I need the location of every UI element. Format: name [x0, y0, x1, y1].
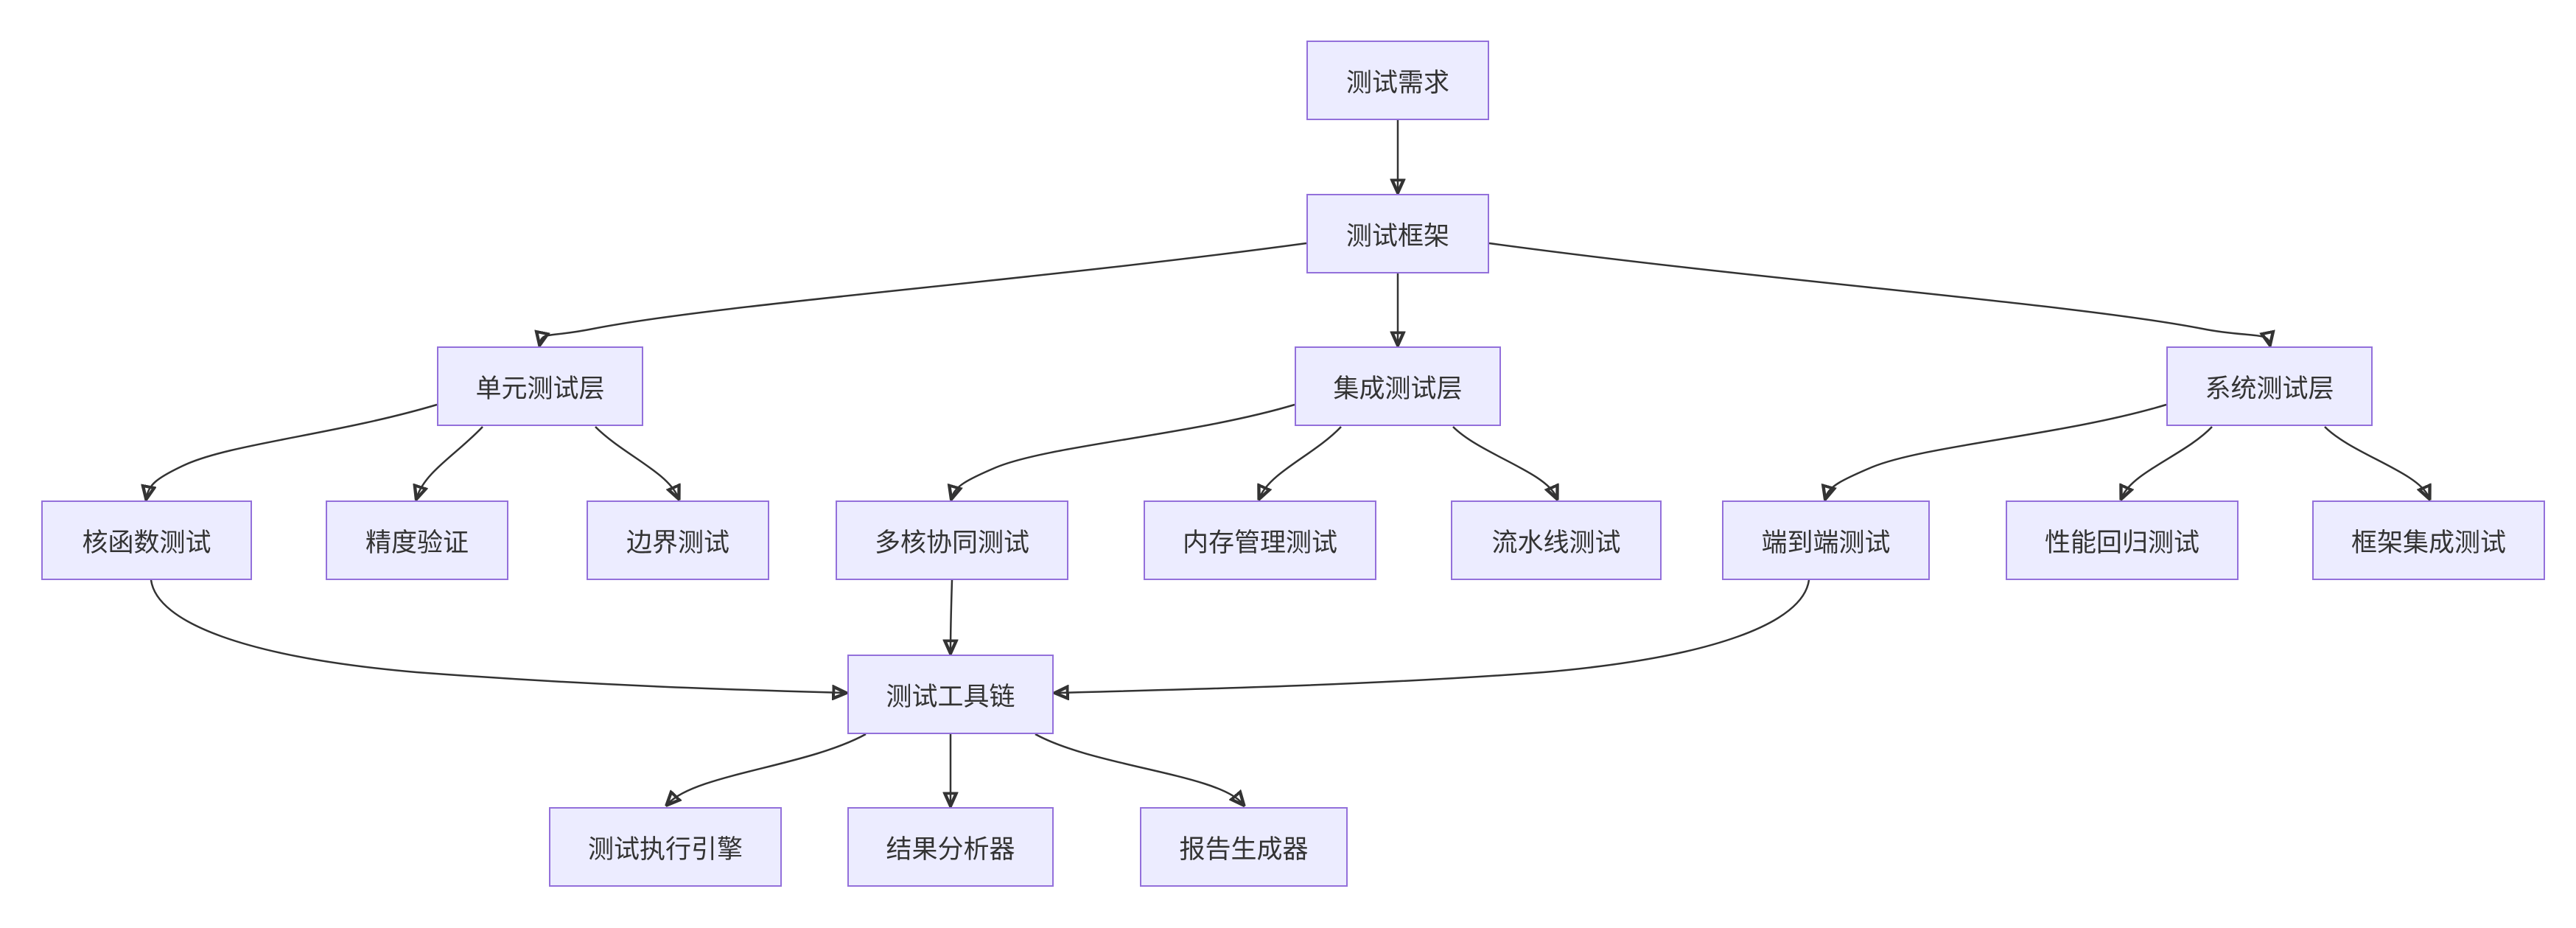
node-test-execution-engine-label: 测试执行引擎: [587, 834, 743, 864]
node-framework-integration-test: 框架集成测试: [2312, 500, 2545, 580]
node-test-toolchain-label: 测试工具链: [886, 682, 1015, 711]
node-multi-core-collaboration-test: 多核协同测试: [836, 500, 1068, 580]
edge-integration-test-layer-to-pipeline-test: [1452, 426, 1556, 497]
edge-test-toolchain-to-test-execution-engine: [668, 733, 867, 803]
node-end-to-end-test: 端到端测试: [1722, 500, 1930, 580]
node-test-execution-engine: 测试执行引擎: [549, 807, 782, 887]
edge-test-framework-to-system-test-layer: [1488, 242, 2269, 343]
edge-end-to-end-test-to-test-toolchain: [1057, 579, 1810, 693]
edge-system-test-layer-to-framework-integration-test: [2324, 426, 2429, 497]
node-multi-core-collaboration-test-label: 多核协同测试: [874, 528, 1029, 557]
node-integration-test-layer: 集成测试层: [1295, 346, 1501, 426]
node-test-requirements: 测试需求: [1306, 41, 1489, 120]
edge-test-toolchain-to-report-generator: [1035, 733, 1242, 803]
edge-system-test-layer-to-performance-regression-test: [2122, 426, 2213, 497]
node-precision-validation: 精度验证: [326, 500, 508, 580]
edge-kernel-function-test-to-test-toolchain: [150, 579, 844, 693]
node-kernel-function-test: 核函数测试: [41, 500, 252, 580]
node-system-test-layer-label: 系统测试层: [2205, 374, 2334, 403]
node-result-analyzer: 结果分析器: [847, 807, 1054, 887]
node-unit-test-layer-label: 单元测试层: [475, 374, 605, 403]
node-pipeline-test: 流水线测试: [1451, 500, 1662, 580]
node-result-analyzer-label: 结果分析器: [886, 834, 1015, 864]
node-system-test-layer: 系统测试层: [2166, 346, 2373, 426]
node-integration-test-layer-label: 集成测试层: [1333, 374, 1463, 403]
edge-test-framework-to-unit-test-layer: [540, 242, 1307, 343]
node-test-framework: 测试框架: [1306, 194, 1489, 273]
edge-unit-test-layer-to-precision-validation: [417, 426, 483, 497]
node-end-to-end-test-label: 端到端测试: [1761, 528, 1891, 557]
edge-multi-core-collaboration-test-to-test-toolchain: [951, 579, 952, 651]
node-performance-regression-test: 性能回归测试: [2006, 500, 2239, 580]
edge-system-test-layer-to-end-to-end-test: [1826, 403, 2167, 497]
edge-integration-test-layer-to-memory-management-test: [1260, 426, 1342, 497]
edge-unit-test-layer-to-kernel-function-test: [147, 403, 438, 497]
node-memory-management-test-label: 内存管理测试: [1182, 528, 1337, 557]
node-unit-test-layer: 单元测试层: [437, 346, 643, 426]
node-memory-management-test: 内存管理测试: [1144, 500, 1376, 580]
node-report-generator: 报告生成器: [1140, 807, 1348, 887]
edge-integration-test-layer-to-multi-core-collaboration-test: [952, 403, 1295, 497]
node-boundary-test-label: 边界测试: [626, 528, 729, 557]
node-kernel-function-test-label: 核函数测试: [82, 528, 211, 557]
edge-unit-test-layer-to-boundary-test: [595, 426, 678, 497]
node-performance-regression-test-label: 性能回归测试: [2044, 528, 2199, 557]
node-framework-integration-test-label: 框架集成测试: [2351, 528, 2506, 557]
node-boundary-test: 边界测试: [587, 500, 769, 580]
node-test-requirements-label: 测试需求: [1345, 68, 1449, 97]
node-test-framework-label: 测试框架: [1345, 221, 1449, 251]
node-precision-validation-label: 精度验证: [365, 528, 469, 557]
node-pipeline-test-label: 流水线测试: [1491, 528, 1621, 557]
node-report-generator-label: 报告生成器: [1179, 834, 1309, 864]
node-test-toolchain: 测试工具链: [847, 655, 1054, 734]
